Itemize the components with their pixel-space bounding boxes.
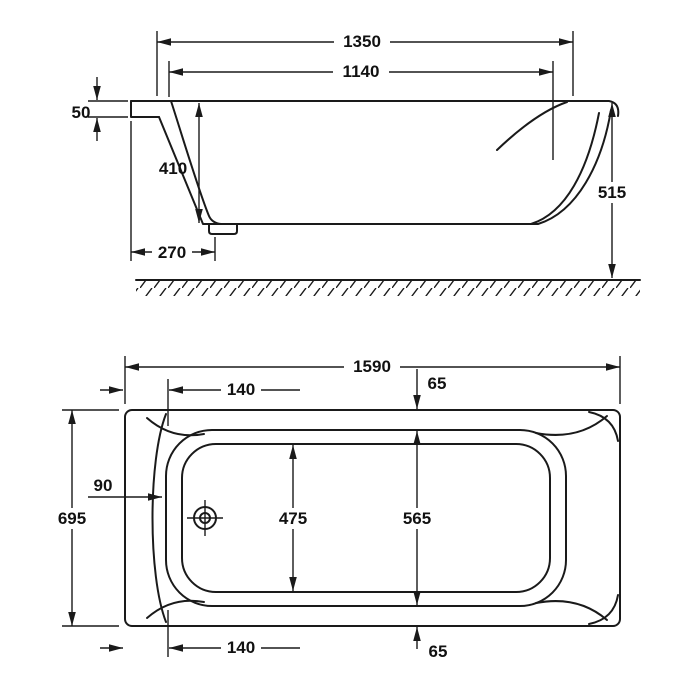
plan-tub-outline xyxy=(124,409,621,627)
plan-overall-length-label: 1590 xyxy=(353,357,391,376)
dim-plan-head-rim-top: 140 xyxy=(100,379,300,426)
drain-symbol xyxy=(187,500,223,536)
plan-outer-rim xyxy=(124,409,621,627)
side-tub-outline xyxy=(130,100,620,235)
plan-foot-offset-top-label: 65 xyxy=(428,374,447,393)
side-overall-height-label: 515 xyxy=(598,183,626,202)
label-backing xyxy=(333,61,389,83)
label-backing xyxy=(221,637,261,658)
side-backrest-curve xyxy=(496,101,568,151)
label-backing xyxy=(397,508,437,529)
side-inner-wall-left xyxy=(170,100,222,225)
plan-contour-top-right xyxy=(535,415,608,436)
dim-side-base-offset: 270 xyxy=(130,121,216,263)
plan-head-rim-bottom-label: 140 xyxy=(227,638,255,657)
side-view: 1350 1140 50 410 270 xyxy=(72,31,641,296)
side-overall-length-label: 1350 xyxy=(343,32,381,51)
plan-overall-width-label: 695 xyxy=(58,509,86,528)
dim-side-overall-height: 515 xyxy=(592,103,632,278)
dim-plan-basin-width: 565 xyxy=(397,431,437,605)
plan-floor-width-label: 475 xyxy=(279,509,307,528)
label-backing xyxy=(592,182,632,203)
label-backing xyxy=(221,379,261,400)
plan-contour-bottom-right xyxy=(535,600,608,621)
plan-side-rim-label: 90 xyxy=(94,476,113,495)
plan-fillet-top-right xyxy=(588,411,619,442)
plan-basin-edge xyxy=(165,429,567,607)
label-backing xyxy=(334,31,390,53)
side-left-lip xyxy=(130,100,160,118)
plan-contour-top-left xyxy=(146,417,205,437)
label-backing xyxy=(52,508,92,529)
dim-side-overall-length: 1350 xyxy=(156,31,574,96)
plan-fillet-bottom-right xyxy=(588,594,619,625)
dim-plan-head-rim-bottom: 140 xyxy=(100,610,300,658)
dim-side-rim-thickness: 50 xyxy=(72,77,128,141)
side-inner-length-label: 1140 xyxy=(343,62,380,81)
plan-view: 1590 140 65 565 65 140 xyxy=(52,356,621,661)
dim-plan-overall-width: 695 xyxy=(52,409,119,627)
side-rim-line xyxy=(130,100,620,117)
plan-foot-offset-bottom-label: 65 xyxy=(429,642,448,661)
side-outer-wall xyxy=(158,109,612,225)
ground xyxy=(135,279,641,296)
dim-plan-floor-width: 475 xyxy=(273,445,313,591)
dim-plan-overall-length: 1590 xyxy=(124,356,621,404)
plan-basin-width-label: 565 xyxy=(403,509,431,528)
plan-head-wall-contour xyxy=(151,413,167,623)
label-backing xyxy=(152,242,192,263)
dim-side-inner-depth: 410 xyxy=(159,103,203,223)
side-inner-depth-label: 410 xyxy=(159,159,187,178)
dim-plan-foot-offset-top: 65 xyxy=(413,369,447,409)
dim-plan-side-rim: 90 xyxy=(88,476,162,501)
plan-head-rim-top-label: 140 xyxy=(227,380,255,399)
plan-contour-bottom-left xyxy=(146,599,205,619)
side-inner-wall-right xyxy=(530,112,600,225)
label-backing xyxy=(344,356,400,378)
plan-basin-floor xyxy=(181,443,551,593)
dim-side-inner-length: 1140 xyxy=(168,61,554,160)
label-backing xyxy=(273,508,313,529)
ground-hatching xyxy=(136,281,640,296)
side-waste-boss xyxy=(208,223,238,235)
side-rim-thickness-label: 50 xyxy=(72,103,91,122)
dim-plan-foot-offset-bottom: 65 xyxy=(413,627,448,661)
side-base-offset-label: 270 xyxy=(158,243,186,262)
